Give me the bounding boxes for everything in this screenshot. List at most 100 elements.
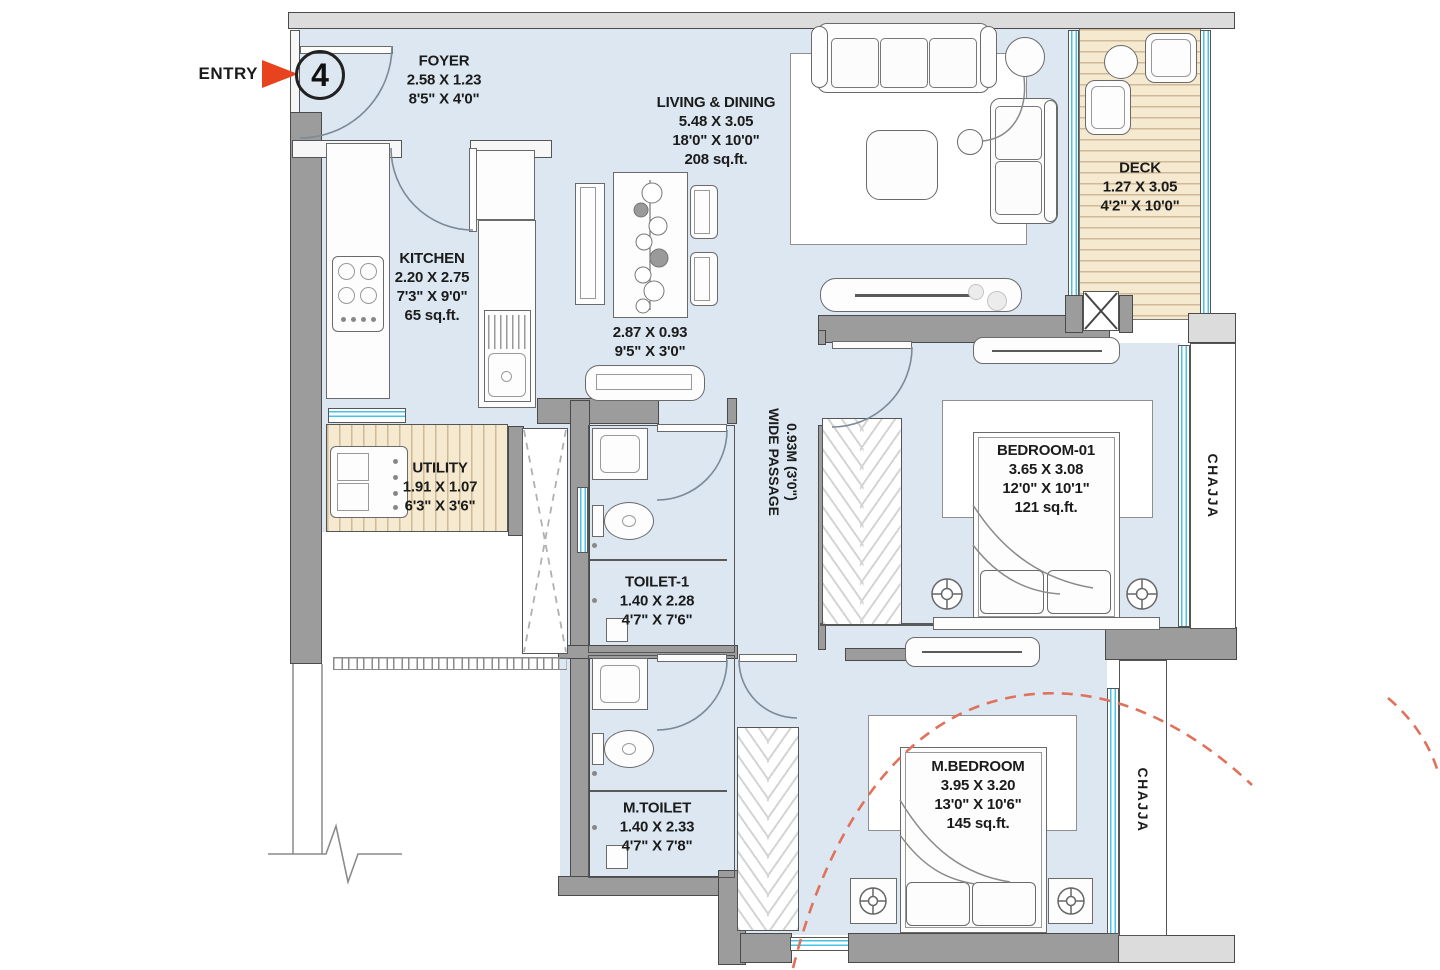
passage-name: WIDE PASSAGE [766,408,782,516]
chajja-lower-label: CHAJJA [1135,767,1151,833]
toilets-left-wall [570,400,590,878]
mbedroom-side-table-left [850,878,897,924]
room-dim-m: 3.95 X 3.20 [940,777,1016,794]
room-dim-m: 1.91 X 1.07 [402,478,478,496]
mtoilet-wc [604,730,654,768]
floor-lamp-base [1005,37,1045,77]
bottom-right-chajja-block [1118,935,1235,963]
mbedroom-top-wall [845,648,907,661]
mtoilet-wc-tank [592,733,604,765]
deck-window-left [1068,30,1079,320]
sofa-armrest-right [980,26,997,88]
toilet1-door-leaf [657,424,727,432]
room-dim-ft: 4'7" X 7'8" [621,837,693,855]
toilet1-basin [592,428,648,480]
red-dashed-arc-right [1387,697,1440,773]
sofa-2-back [1044,100,1057,222]
room-name: M.BEDROOM [931,758,1025,775]
sofa-cushion [929,38,977,88]
mbedroom-wardrobe [737,727,799,931]
kitchen-door-leaf [469,148,477,232]
tv-soundbar [855,294,970,297]
room-name: M.TOILET [622,799,692,817]
room-dim-ft: 9'5" X 3'0" [614,343,686,360]
mbedroom-pillow-1 [906,882,970,926]
deck-bottom-wall-right [1119,295,1133,333]
entry-arrow-icon [262,60,298,88]
bedroom01-pillow-2 [1047,570,1111,614]
utility-floor [326,424,508,532]
washing-machine [330,446,408,518]
deck-label: DECK 1.27 X 3.05 4'2" X 10'0" [1100,159,1179,216]
chajja-upper-strip [1190,343,1236,629]
mtoilet-door-leaf [657,654,727,662]
passage-width: 0.93M (3'0") [784,423,800,501]
ledge-hatch-row [333,657,567,670]
mbedroom-label: M.BEDROOM 3.95 X 3.20 13'0" X 10'6" 145 … [931,757,1024,833]
deck-window-right [1200,30,1211,320]
break-line-zigzag [268,823,402,885]
room-name: UTILITY [412,459,468,477]
dining-bench [575,183,605,305]
sofa-cushion [995,106,1042,160]
mtoilet-tap [592,771,597,776]
toilet1-wc [604,502,654,540]
foyer-label: FOYER 2.58 X 1.23 8'5" X 4'0" [407,52,482,109]
toilet1-shower-drain [606,618,628,642]
mtoilet-label: M.TOILET 1.40 X 2.33 4'7" X 7'8" [620,799,695,856]
deck-column-duct [1083,291,1119,331]
mtoilet-basin [592,658,648,710]
living-dining-label: LIVING & DINING 5.48 X 3.05 18'0" X 10'0… [657,93,776,169]
mtoilet-shower-head [592,825,597,830]
room-name: LIVING & DINING [656,94,776,111]
room-dim-ft: 12'0" X 10'1" [1002,480,1090,497]
room-name: KITCHEN [399,250,465,267]
chajja-top-corner [1188,313,1236,343]
room-name: BEDROOM-01 [996,442,1096,459]
sofa-cushion [831,38,879,88]
console-speaker-1 [968,284,984,300]
room-dim-m: 5.48 X 3.05 [678,113,754,130]
dining-table [613,172,688,318]
mbedroom-side-table-right [1048,878,1093,924]
deck-bottom-wall-left [1065,295,1083,333]
mbedroom-door-leaf [739,654,797,662]
bottom-wall-segment-1 [740,933,792,963]
toilet1-vent-window [577,487,588,553]
toilet1-shower-head [592,598,597,603]
bedroom01-dresser [973,337,1120,364]
room-dim-ft: 18'0" X 10'0" [672,132,760,149]
room-dim-m: 1.40 X 2.28 [619,592,695,610]
toilet1-top-wall [537,398,659,424]
room-dim-ft: 4'7" X 7'6" [621,611,693,629]
mtoilet-bottom-wall [558,876,742,896]
room-area: 65 sq.ft. [404,307,460,324]
room-dim-m: 1.40 X 2.33 [619,818,695,836]
mtoilet-shower-drain [606,845,628,869]
deck-chair-2 [1085,80,1131,135]
room-name: DECK [1119,159,1161,177]
top-wall [288,12,1235,29]
bedroom01-bench [933,617,1160,630]
dining-chair-2 [690,252,718,306]
room-dim-m: 3.65 X 3.08 [1008,461,1084,478]
sofa-cushion [995,161,1042,215]
entry-label: ENTRY [198,64,258,83]
bedroom01-door-leaf [832,341,912,349]
bedroom01-pillow-1 [980,570,1044,614]
bedroom01-wardrobe [822,418,902,625]
utility-window [328,408,406,423]
toilet1-label: TOILET-1 1.40 X 2.28 4'7" X 7'6" [620,573,695,630]
room-dim-m: 1.27 X 3.05 [1102,178,1178,196]
passage-label: 0.93M (3'0") WIDE PASSAGE [765,408,801,516]
sofa-cushion [880,38,928,88]
room-dim-ft: 6'3" X 3'6" [404,497,476,515]
room-dim-ft: 13'0" X 10'6" [934,796,1022,813]
bedroom01-label: BEDROOM-01 3.65 X 3.08 12'0" X 10'1" 121… [997,441,1095,517]
entry-badge: 4 [295,50,345,100]
bottom-wall-segment-2 [848,933,1120,963]
dining-chair-1 [690,185,718,239]
dining-ottoman [585,365,705,401]
room-dim-m: 2.58 X 1.23 [406,71,482,89]
